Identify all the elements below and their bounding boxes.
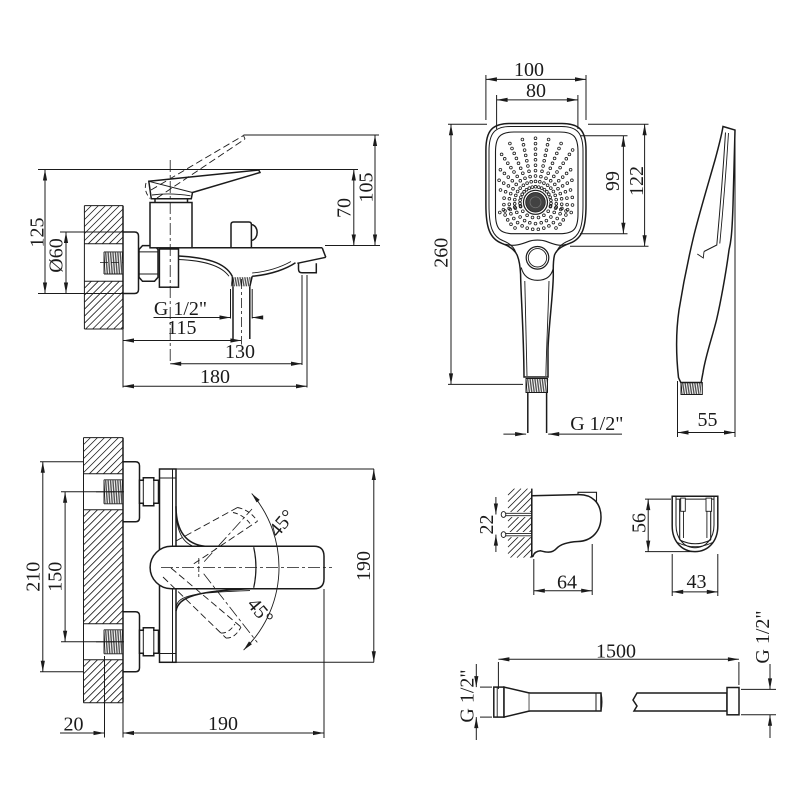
svg-text:115: 115 [167, 317, 196, 339]
svg-text:45°: 45° [265, 506, 300, 542]
svg-text:22: 22 [476, 515, 498, 535]
svg-text:80: 80 [526, 80, 546, 102]
svg-text:20: 20 [64, 714, 84, 736]
svg-text:105: 105 [356, 173, 378, 203]
svg-text:210: 210 [23, 562, 45, 592]
svg-text:150: 150 [45, 562, 67, 592]
svg-text:G 1/2": G 1/2" [457, 669, 479, 722]
svg-text:122: 122 [626, 166, 648, 196]
svg-text:125: 125 [27, 218, 49, 248]
svg-text:45°: 45° [243, 594, 278, 630]
svg-text:100: 100 [514, 59, 544, 81]
svg-text:180: 180 [200, 366, 230, 388]
svg-text:190: 190 [353, 551, 375, 581]
svg-text:43: 43 [687, 571, 707, 593]
svg-text:99: 99 [602, 171, 624, 191]
svg-text:55: 55 [698, 409, 718, 431]
svg-text:130: 130 [225, 341, 255, 363]
svg-text:64: 64 [557, 572, 577, 594]
svg-text:Ø60: Ø60 [46, 238, 68, 272]
svg-text:G 1/2": G 1/2" [752, 610, 774, 663]
svg-text:260: 260 [431, 238, 453, 268]
svg-text:190: 190 [208, 713, 238, 735]
svg-text:70: 70 [334, 198, 356, 218]
svg-text:G 1/2": G 1/2" [154, 298, 207, 320]
svg-text:G 1/2": G 1/2" [570, 413, 623, 435]
svg-text:1500: 1500 [596, 641, 636, 663]
svg-text:56: 56 [628, 513, 650, 533]
